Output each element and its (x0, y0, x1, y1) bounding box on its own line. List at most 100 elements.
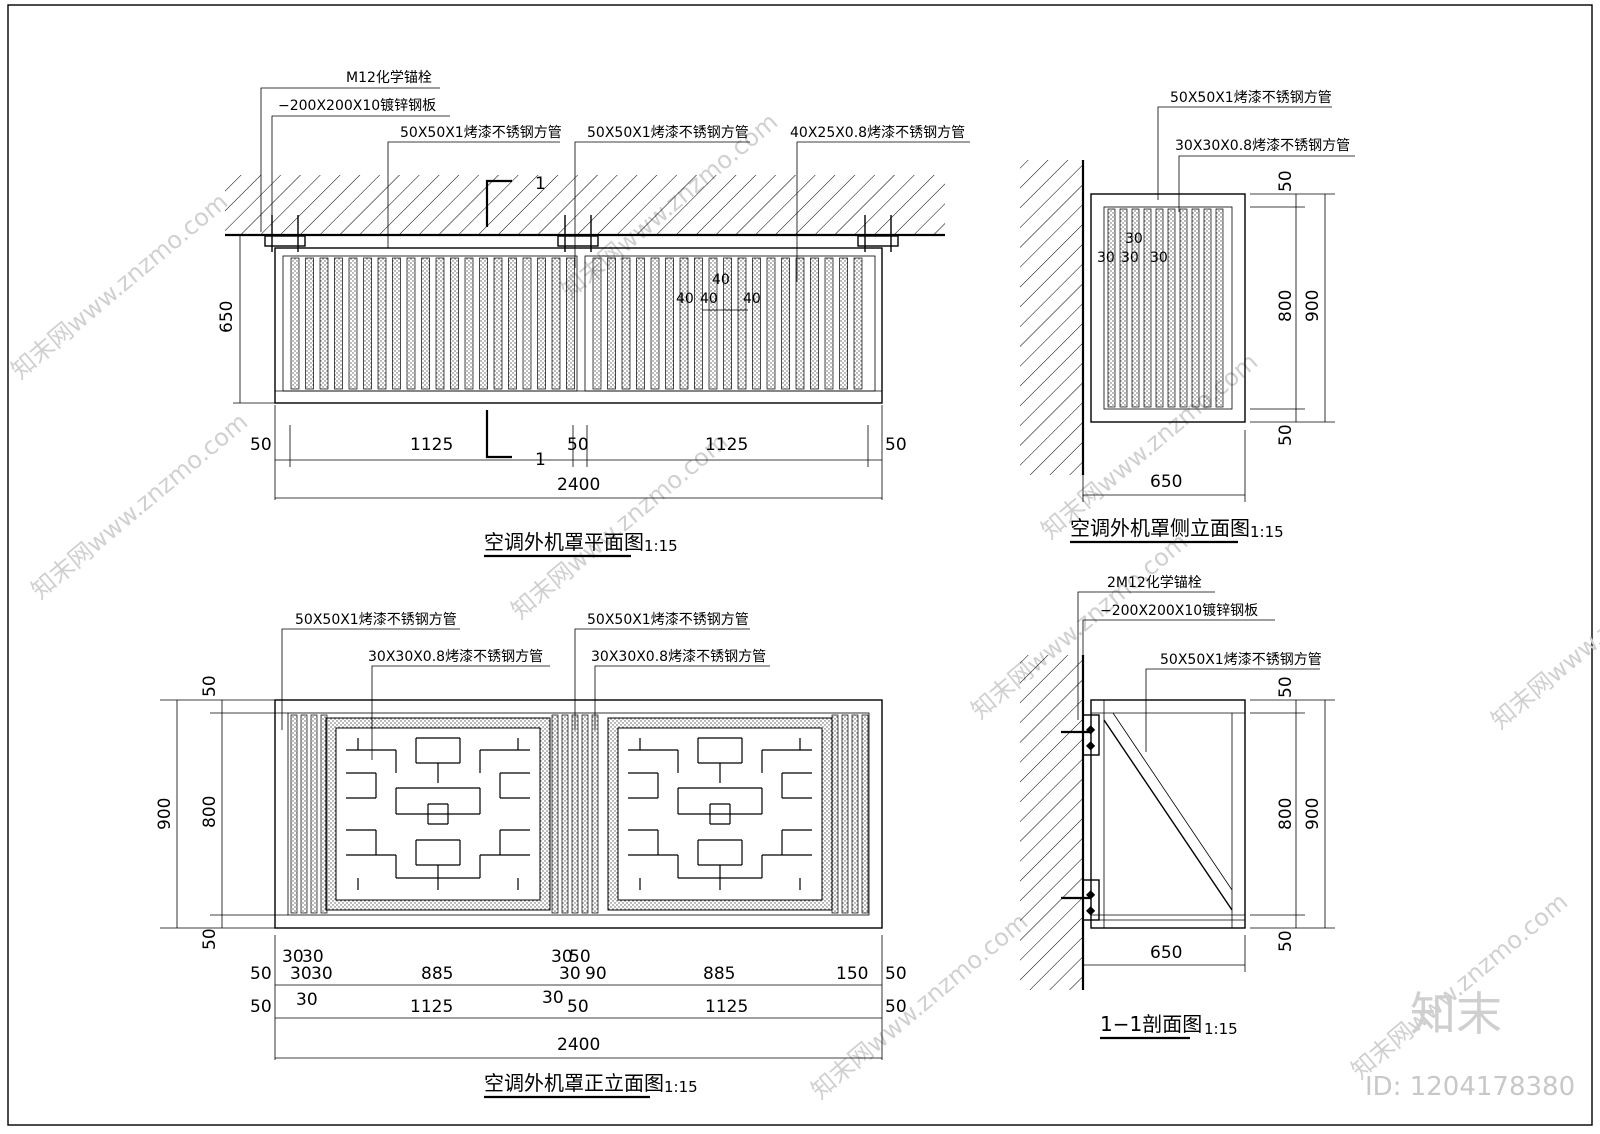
slat (1203, 208, 1212, 408)
note-tube: 50X50X1烤漆不锈钢方管 (587, 125, 749, 141)
section-marker (485, 179, 512, 227)
slat (392, 257, 401, 390)
lattice-panel-left (325, 717, 551, 911)
slat (810, 257, 819, 390)
slat (464, 257, 474, 390)
dim-top: 50 (200, 675, 220, 697)
dim-right-end: 50 (885, 435, 907, 455)
stile (310, 714, 318, 914)
stile (290, 714, 298, 914)
dim-mid: 50 (567, 997, 589, 1017)
section-frame (1090, 699, 1246, 929)
slat (348, 257, 358, 390)
dim-panel: 885 (421, 964, 453, 984)
dim-end: 50 (250, 964, 272, 984)
slat (853, 257, 863, 390)
view-title: 空调外机罩正立面图 (484, 1071, 664, 1095)
dim-slat: 40 (700, 291, 718, 307)
svg-text:◆: ◆ (1086, 903, 1096, 917)
slat (1143, 208, 1152, 408)
slat (537, 257, 546, 390)
dim-stile: 30 (559, 964, 581, 984)
section-view: ◆ ◆ ◆ ◆ 2M12化学锚栓 −200X200X10镀锌钢板 50X50X1… (1020, 575, 1335, 1040)
watermark-text: 知末网www.znzmo.com (26, 408, 253, 605)
view-scale: 1:15 (644, 537, 678, 555)
dim-left-end: 50 (250, 435, 272, 455)
slat (708, 257, 718, 390)
dim-overall: 900 (1303, 290, 1323, 322)
stile (551, 714, 559, 914)
stile (861, 714, 869, 914)
slat (621, 257, 631, 390)
note-tube: 50X50X1烤漆不锈钢方管 (1160, 652, 1322, 668)
slat (421, 257, 430, 390)
slat (305, 257, 314, 390)
stile (581, 714, 589, 914)
stile (841, 714, 849, 914)
note-tube: 50X50X1烤漆不锈钢方管 (1170, 90, 1332, 106)
slat (781, 257, 790, 390)
watermark-text: 知末网www.znzmo.com (1486, 538, 1600, 735)
dim-bay: 1125 (410, 435, 453, 455)
svg-text:◆: ◆ (1086, 738, 1096, 752)
slat (1131, 208, 1140, 408)
anchor-bolt: ◆ ◆ (1061, 879, 1100, 921)
dim-stile: 30 (282, 947, 304, 967)
dim-stile: 30 (290, 964, 312, 984)
dim-width: 650 (1150, 472, 1182, 492)
slat (479, 257, 488, 390)
dim-stile: 30 (542, 988, 564, 1008)
slat (795, 257, 805, 390)
diagonal-brace (1103, 719, 1233, 911)
dim-end: 50 (885, 997, 907, 1017)
dim-slat: 40 (743, 291, 761, 307)
dim-end: 50 (885, 964, 907, 984)
slat (1191, 208, 1200, 408)
slat (723, 257, 732, 390)
slat (1107, 208, 1116, 408)
anchor-bracket (857, 215, 899, 252)
plan-slats-right (592, 257, 863, 390)
slat (363, 257, 372, 390)
slat (824, 257, 834, 390)
watermark-text: 知末网www.znzmo.com (6, 188, 233, 385)
dim-stile: 30 (296, 990, 318, 1010)
dim-panel: 885 (703, 964, 735, 984)
slat (679, 257, 689, 390)
slat (694, 257, 703, 390)
dim-slat: 30 (1121, 250, 1139, 266)
slat (607, 257, 616, 390)
note-anchor: M12化学锚栓 (346, 70, 432, 86)
slat (319, 257, 329, 390)
dim-stile: 30 (311, 964, 333, 984)
dim-slat: 30 (1097, 250, 1115, 266)
section-marker-label: 1 (535, 174, 546, 194)
dim-height: 650 (217, 301, 237, 333)
dim-inner: 800 (200, 796, 220, 828)
lattice-panel-right (607, 717, 833, 911)
slat (1215, 208, 1224, 408)
slat (522, 257, 532, 390)
wall-hatch (1020, 160, 1083, 475)
slat (636, 257, 645, 390)
watermark-text: 知末网www.znzmo.com (806, 908, 1033, 1105)
slat (1119, 208, 1128, 408)
slat (566, 257, 575, 390)
note-anchor: 2M12化学锚栓 (1107, 575, 1202, 591)
dim-stile: 50 (569, 947, 591, 967)
slat (1179, 208, 1188, 408)
note-tube: 50X50X1烤漆不锈钢方管 (295, 612, 457, 628)
dim-top: 50 (1276, 170, 1296, 192)
view-title: 空调外机罩平面图 (484, 530, 644, 554)
slat (650, 257, 660, 390)
plan-view: M12化学锚栓 −200X200X10镀锌钢板 50X50X1烤漆不锈钢方管 5… (217, 70, 970, 558)
dim-top: 50 (1276, 676, 1296, 698)
slat (839, 257, 848, 390)
dim-slat: 40 (676, 291, 694, 307)
view-scale: 1:15 (1204, 1020, 1238, 1038)
sheet-border (7, 4, 1593, 1126)
note-tube: 40X25X0.8烤漆不锈钢方管 (790, 125, 965, 141)
stile (831, 714, 839, 914)
slat (592, 257, 602, 390)
